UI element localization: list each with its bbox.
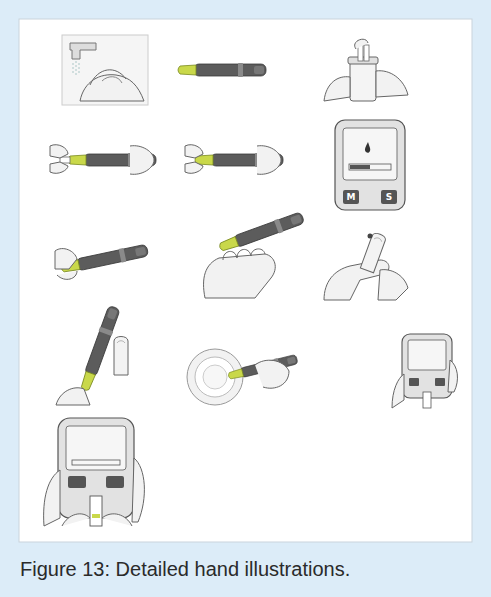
lancing-device-figure <box>178 63 266 77</box>
hand-washing-figure <box>73 61 79 75</box>
apply-strip-figure <box>402 334 452 398</box>
hand-washing-figure <box>70 43 96 59</box>
insert-lancet-figure <box>60 157 70 163</box>
meter-figure <box>335 120 405 210</box>
read-result-figure <box>44 470 60 526</box>
disposal-figure <box>187 349 298 405</box>
disposal-figure <box>203 365 227 389</box>
read-result-figure <box>44 418 145 526</box>
figure-caption: Figure 13: Detailed hand illustrations. <box>20 557 350 581</box>
prick-finger-figure <box>218 211 305 254</box>
strip-vial-figure <box>324 77 350 101</box>
squeeze-finger-figure <box>360 232 386 273</box>
strip-vial-figure <box>355 39 368 49</box>
remove-lancet-figure <box>114 337 128 376</box>
strip-vial-figure <box>376 71 408 97</box>
read-result-figure <box>90 496 102 526</box>
squeeze-finger-figure <box>368 234 373 239</box>
figure-panel <box>19 19 472 542</box>
prick-finger-figure <box>204 254 276 298</box>
button-label: S <box>386 193 392 202</box>
prick-finger-figure <box>223 249 265 260</box>
hold-device-figure <box>57 271 77 279</box>
insert-lancet-figure <box>50 145 68 158</box>
hold-device-figure <box>55 243 149 279</box>
disposal-figure <box>255 360 289 388</box>
apply-strip-figure <box>392 334 457 408</box>
strip-vial-figure <box>324 39 408 101</box>
apply-strip-figure <box>392 374 404 408</box>
meter-button <box>381 190 397 204</box>
twist-cap-figure <box>185 145 203 158</box>
read-result-figure <box>132 458 144 522</box>
lancing-device-figure <box>178 63 266 77</box>
twist-cap-figure <box>257 146 281 175</box>
twist-cap-figure <box>185 162 203 173</box>
hand-washing-figure <box>62 35 148 105</box>
hand-washing-figure <box>90 70 126 85</box>
read-result-figure <box>72 460 120 465</box>
remove-lancet-figure <box>56 388 90 405</box>
strip-vial-figure <box>364 45 369 61</box>
meter-button <box>343 190 359 204</box>
read-result-figure <box>66 426 126 470</box>
read-result-figure <box>62 514 132 526</box>
meter-figure <box>343 128 397 180</box>
insert-lancet-figure <box>50 145 156 175</box>
read-result-figure <box>68 476 86 488</box>
squeeze-finger-figure <box>378 270 408 300</box>
apply-strip-figure <box>435 378 445 386</box>
read-result-figure <box>106 476 124 488</box>
apply-strip-figure <box>409 378 419 386</box>
insert-lancet-figure <box>50 162 68 173</box>
apply-strip-figure <box>408 340 446 370</box>
hand-washing-figure <box>102 77 122 83</box>
squeeze-finger-figure <box>324 232 408 300</box>
remove-lancet-figure <box>56 305 128 405</box>
hand-washing-figure <box>80 75 144 101</box>
prick-finger-figure <box>204 211 306 298</box>
meter-figure <box>365 142 370 153</box>
hold-device-figure <box>55 249 77 269</box>
twist-cap-figure <box>185 145 283 175</box>
meter-figure <box>335 120 405 210</box>
strip-vial-figure <box>350 61 376 101</box>
insert-lancet-figure <box>130 146 154 175</box>
hand-washing-figure <box>62 35 148 105</box>
read-result-figure <box>92 514 100 518</box>
meter-figure <box>349 164 391 170</box>
apply-strip-figure <box>448 360 457 392</box>
apply-strip-figure <box>423 392 431 408</box>
meter-figure <box>350 165 370 169</box>
button-label: M <box>347 193 356 202</box>
